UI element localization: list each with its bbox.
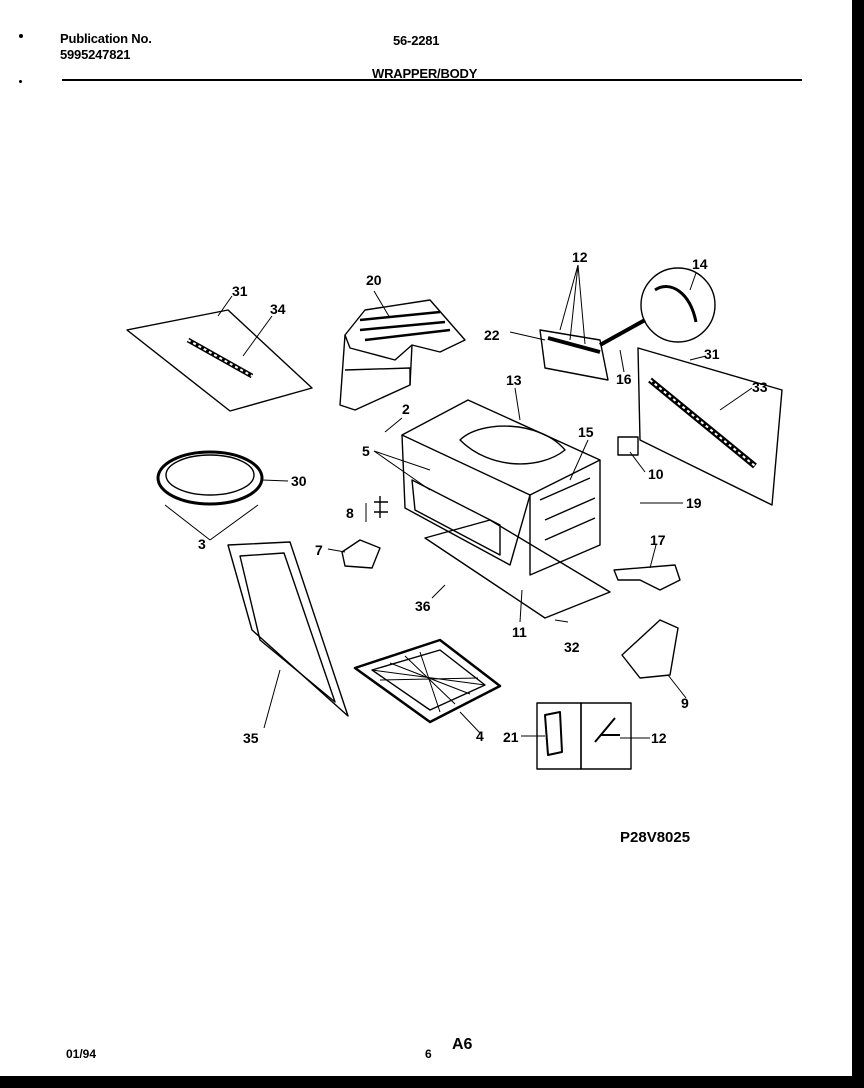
callout-7: 7 <box>315 542 323 558</box>
callout-10: 10 <box>648 466 664 482</box>
margin-mark-top <box>19 34 23 38</box>
callout-22: 22 <box>484 327 500 343</box>
callout-9: 9 <box>681 695 689 711</box>
callout-15: 15 <box>578 424 594 440</box>
callout-3: 3 <box>198 536 206 552</box>
callout-12: 12 <box>651 730 667 746</box>
waveguide-part <box>339 299 466 411</box>
header-rule <box>62 79 802 81</box>
callout-17: 17 <box>650 532 666 548</box>
top-panel-left <box>126 309 313 412</box>
callout-2: 2 <box>402 401 410 417</box>
callout-11: 11 <box>512 624 527 640</box>
callout-4: 4 <box>476 728 484 744</box>
callout-30: 30 <box>291 473 307 489</box>
glass-tray <box>353 638 502 724</box>
callout-21: 21 <box>503 729 519 745</box>
footer-page-code: A6 <box>452 1036 473 1053</box>
callout-34: 34 <box>270 301 286 317</box>
model-number: 56-2281 <box>393 33 440 48</box>
turntable-ring <box>156 450 264 506</box>
footer-date: 01/94 <box>66 1047 97 1061</box>
diagram-code: P28V8025 <box>620 829 691 846</box>
callout-36: 36 <box>415 598 431 614</box>
callout-12: 12 <box>572 249 588 265</box>
callout-13: 13 <box>506 372 522 388</box>
footer-page-number: 6 <box>425 1047 432 1061</box>
callout-16: 16 <box>616 371 632 387</box>
oven-cavity-body <box>401 399 611 619</box>
door-frame <box>227 541 349 717</box>
margin-mark-bottom <box>19 80 22 83</box>
callout-19: 19 <box>686 495 702 511</box>
leader-lines <box>164 264 753 739</box>
section-title: WRAPPER/BODY <box>372 66 478 81</box>
callout-20: 20 <box>366 272 382 288</box>
callout-8: 8 <box>346 505 354 521</box>
callout-35: 35 <box>243 730 259 746</box>
callout-5: 5 <box>362 443 370 459</box>
callout-32: 32 <box>564 639 580 655</box>
callout-14: 14 <box>692 256 708 272</box>
small-parts <box>341 436 681 770</box>
publication-number: 5995247821 <box>60 47 131 62</box>
callout-31: 31 <box>232 283 248 299</box>
callout-33: 33 <box>752 379 768 395</box>
side-panel-right <box>637 347 783 506</box>
wire-detail-circle <box>640 267 716 343</box>
control-bracket <box>539 318 646 381</box>
publication-label: Publication No. <box>60 31 152 46</box>
callout-31: 31 <box>704 346 720 362</box>
